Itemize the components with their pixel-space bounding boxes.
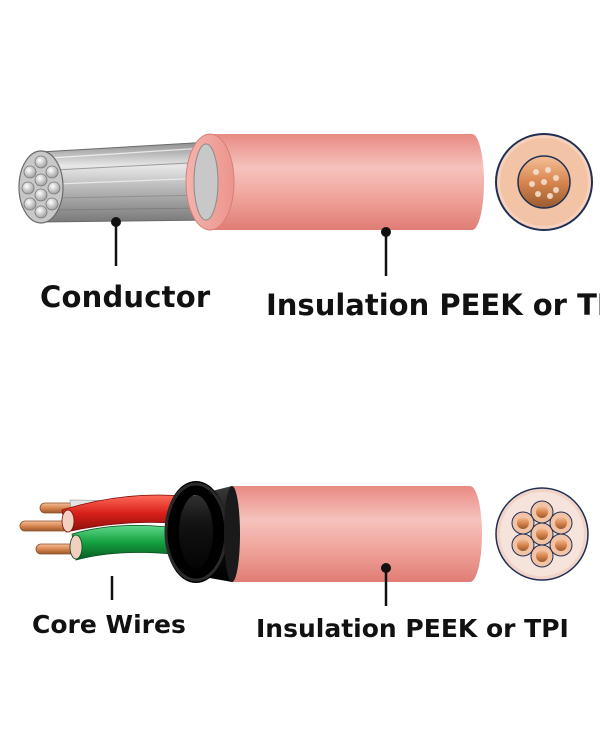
cross-section-2: [495, 487, 589, 581]
insulation-sleeve-1: [185, 133, 484, 231]
label-conductor: Conductor: [40, 280, 211, 314]
leader-insulation-2: [381, 563, 391, 606]
cable-1: [18, 133, 593, 276]
black-jacket: [164, 481, 232, 583]
leader-insulation-1: [381, 227, 391, 276]
insulation-sleeve-2: [224, 486, 482, 582]
cable-2: [19, 481, 589, 606]
leader-conductor: [111, 217, 121, 266]
bare-conductor: [18, 141, 213, 224]
label-insulation-1: Insulation PEEK or TPI: [266, 288, 600, 322]
cross-section-1: [495, 133, 593, 231]
conductor-end-strands: [21, 155, 61, 219]
label-insulation-2: Insulation PEEK or TPI: [256, 614, 569, 643]
label-core-wires: Core Wires: [32, 610, 186, 639]
